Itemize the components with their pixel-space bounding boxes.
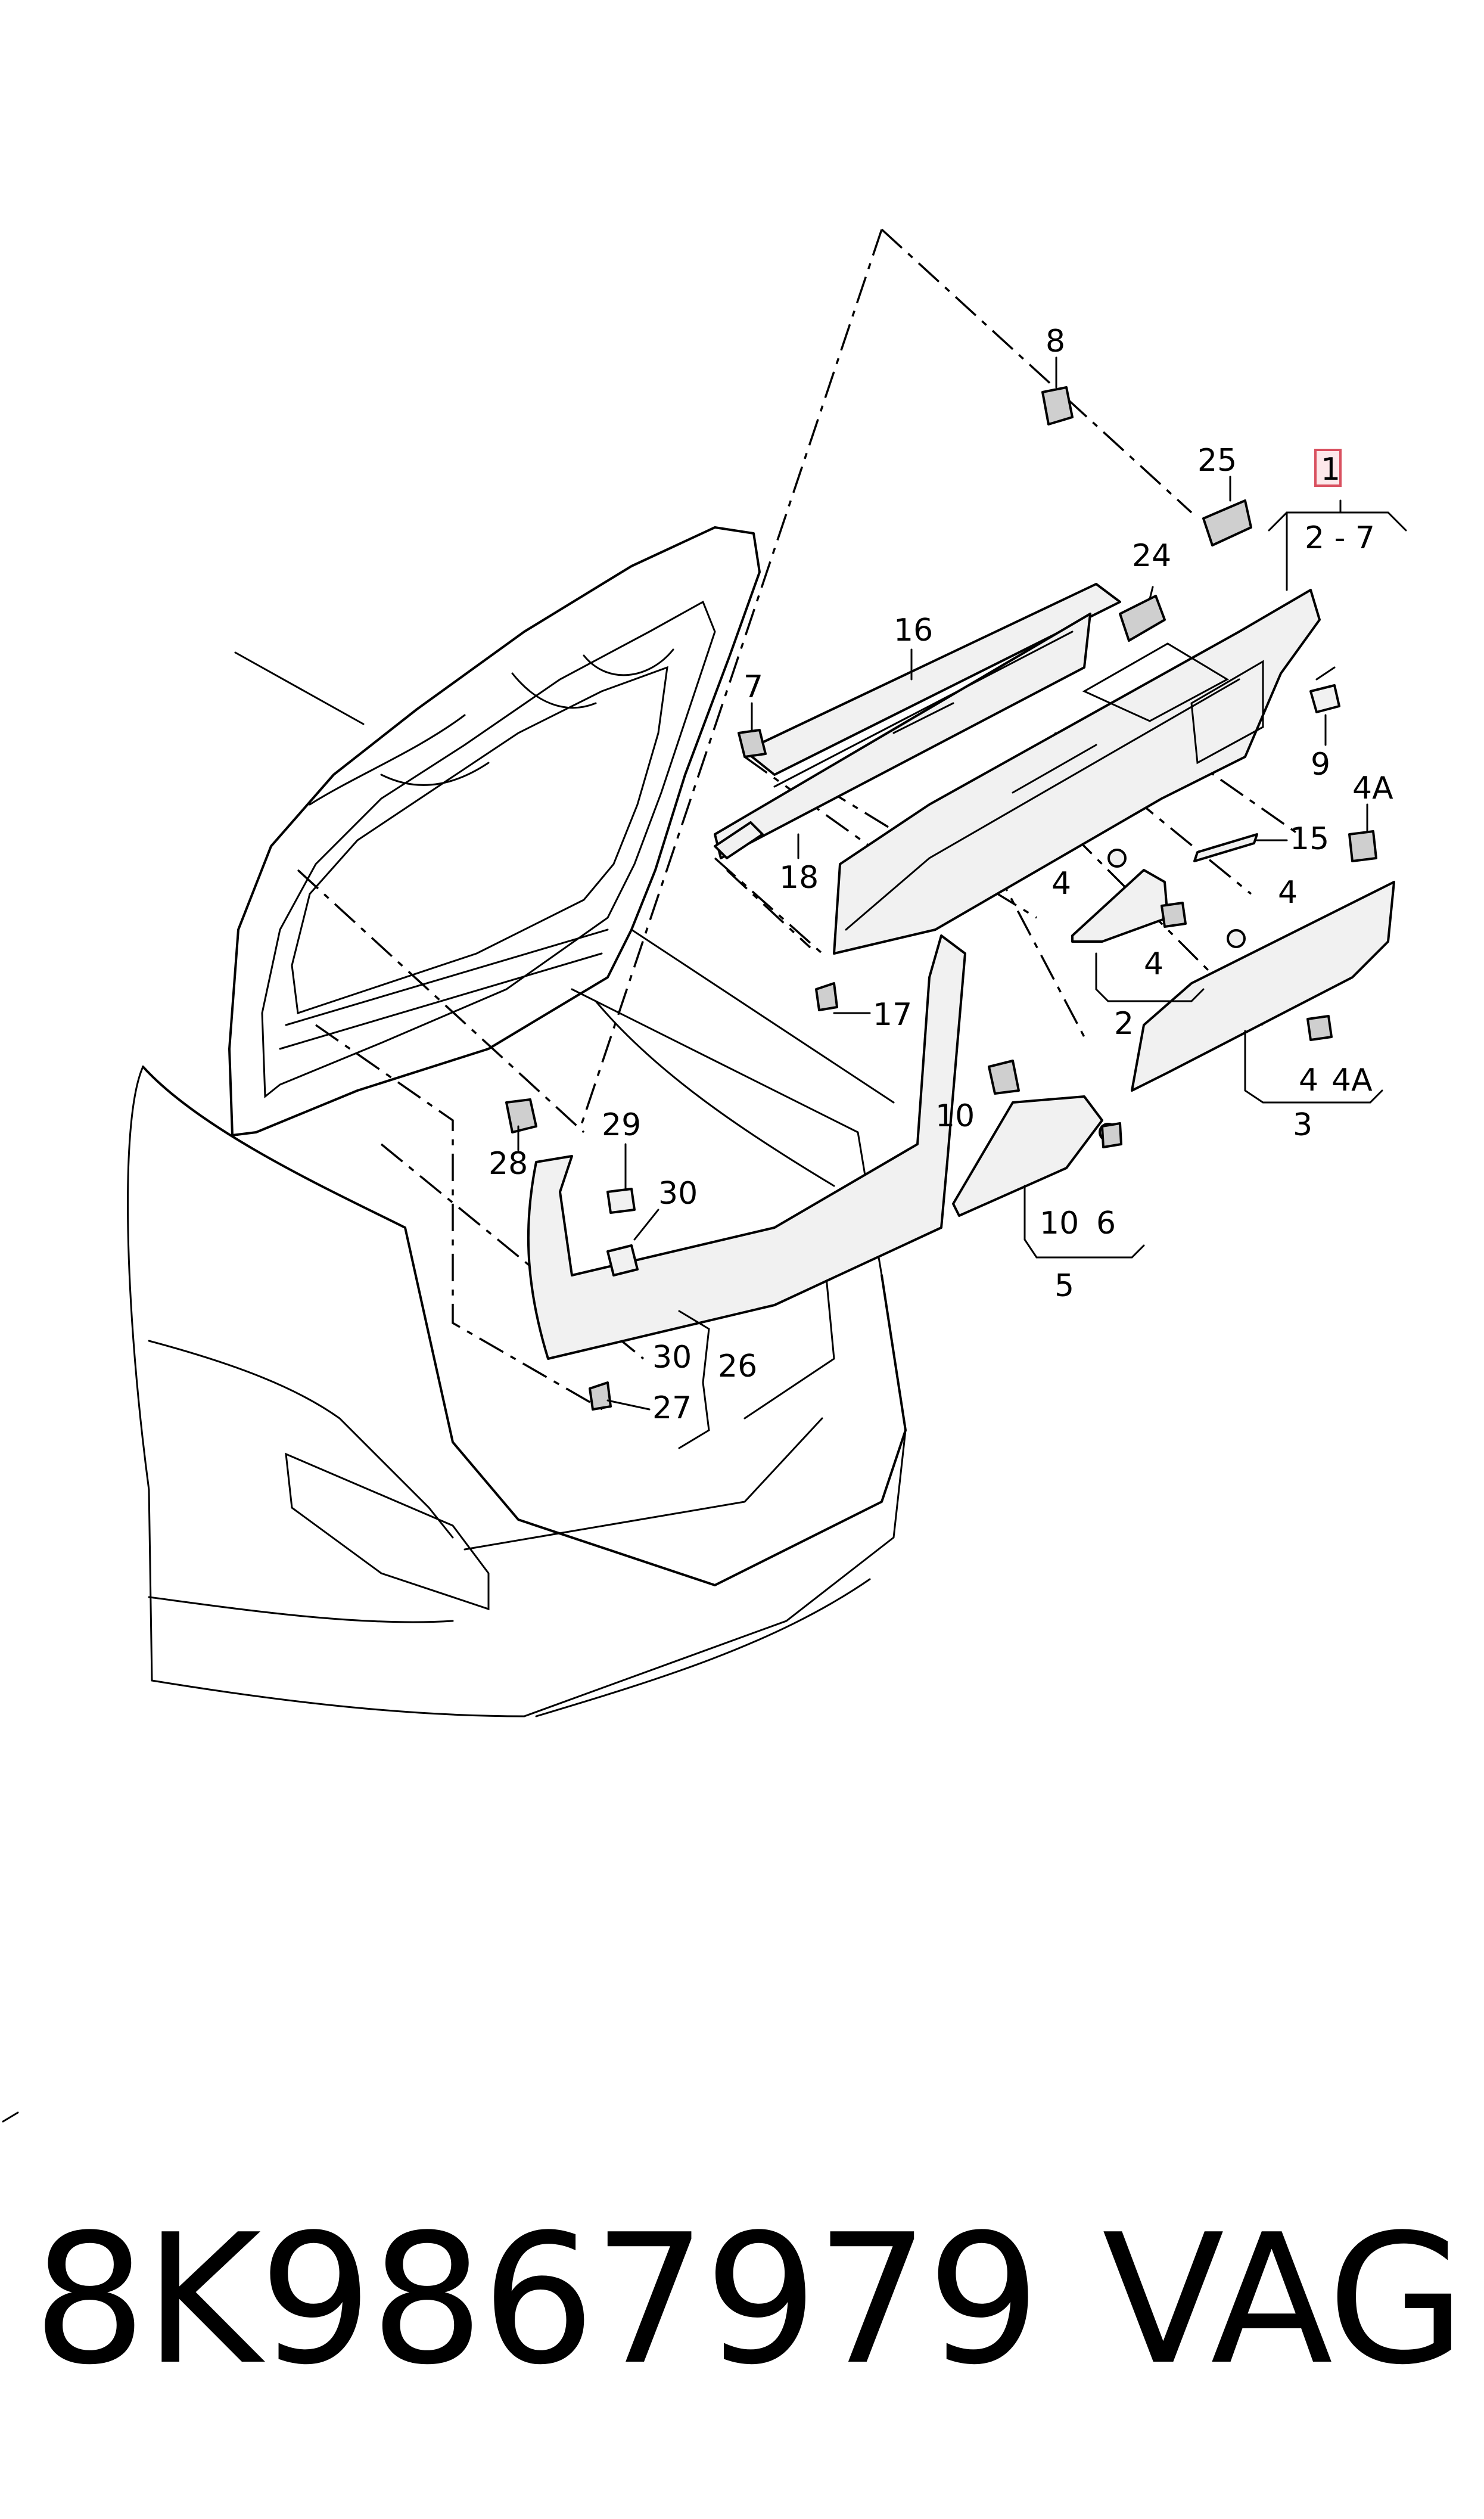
edge-mark <box>2 2111 19 2123</box>
callout-24: 24 <box>1132 538 1171 574</box>
assembly-lines <box>297 228 1300 1414</box>
part-2-trim-piece <box>1071 849 1187 943</box>
callout-8: 8 <box>1046 324 1065 359</box>
part-17-clip <box>815 982 838 1011</box>
callout-4A-bot: 4A <box>1331 1063 1373 1098</box>
callout-4-c: 4 <box>1144 946 1163 982</box>
callout-18: 18 <box>779 860 819 896</box>
callout-17: 17 <box>873 997 912 1033</box>
callout-10-a: 10 <box>935 1098 975 1134</box>
callout-2-7: 2 - 7 <box>1305 520 1375 556</box>
leaders <box>517 356 1407 1449</box>
part-4A-clip <box>1348 830 1377 862</box>
part-18-bracket <box>714 821 764 859</box>
part-26-lower-trim <box>527 934 966 1360</box>
part-8-clip <box>1041 386 1074 425</box>
part-9-screw <box>1309 666 1340 713</box>
part-28-bumper <box>505 1098 537 1133</box>
part-30-clip <box>606 1244 639 1276</box>
part-27-clip <box>589 1381 612 1411</box>
callout-5: 5 <box>1054 1268 1074 1304</box>
callout-7: 7 <box>743 669 763 705</box>
callout-4-b: 4 <box>1278 875 1298 911</box>
callout-4-d: 4 <box>1299 1063 1318 1098</box>
callout-3: 3 <box>1293 1107 1312 1143</box>
callout-6: 6 <box>1096 1206 1116 1241</box>
callout-16: 16 <box>894 613 933 648</box>
part-15-strip <box>1193 833 1258 862</box>
callout-2: 2 <box>1114 1006 1134 1042</box>
part-29-screw <box>606 1188 636 1214</box>
highlight-box-1 <box>1314 449 1342 487</box>
part-1-lid-trim-panel <box>833 589 1321 955</box>
part-3-side-panel <box>1131 881 1395 1092</box>
part-25-cap <box>1202 499 1252 546</box>
part-24-bumper <box>1119 595 1166 642</box>
callout-30-a: 30 <box>658 1176 698 1212</box>
part-number-text: 8K9867979 <box>33 2196 1041 2404</box>
car-body <box>127 526 907 1717</box>
part-5-pocket <box>952 1060 1118 1217</box>
callout-25: 25 <box>1197 443 1237 479</box>
callout-27: 27 <box>652 1390 692 1426</box>
part-7-clip <box>738 729 767 758</box>
brand-text: VAG <box>1102 2196 1466 2404</box>
parts <box>505 386 1395 1411</box>
callout-10-b: 10 <box>1040 1206 1079 1241</box>
callout-9: 9 <box>1311 747 1330 782</box>
callout-15: 15 <box>1290 821 1329 857</box>
callout-4A-top: 4A <box>1352 771 1393 806</box>
callout-4-a: 4 <box>1051 866 1071 902</box>
callout-29: 29 <box>602 1107 641 1143</box>
part-6-screw <box>1101 1122 1122 1148</box>
part-16-upper-trim-rail <box>714 583 1121 859</box>
callout-1: 1 <box>1321 452 1340 487</box>
callout-labels: 8 25 1 2 - 7 24 16 7 9 4A 15 18 4 4 4 2 … <box>489 324 1393 1426</box>
callout-26: 26 <box>718 1349 757 1384</box>
callout-30-b: 30 <box>652 1340 692 1375</box>
callout-28: 28 <box>489 1146 528 1182</box>
